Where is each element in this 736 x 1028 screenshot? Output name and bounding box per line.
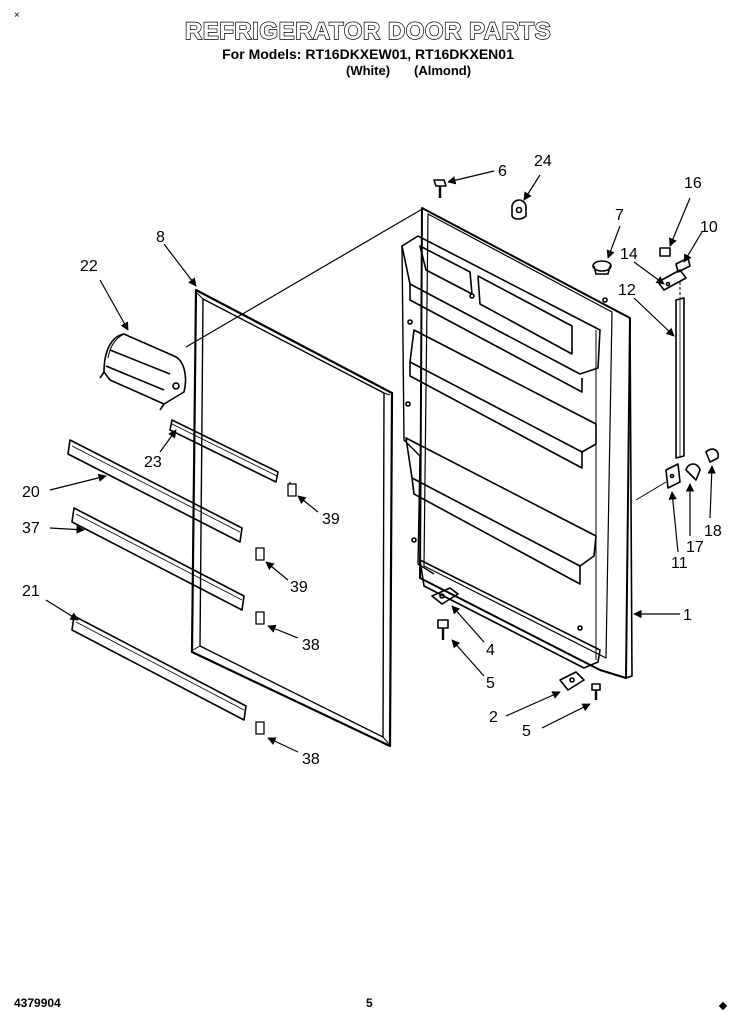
screw-5-right <box>591 683 601 700</box>
trim-37 <box>71 507 245 611</box>
callout-11: 11 <box>671 555 688 572</box>
callout-37: 37 <box>22 520 40 537</box>
callout-38-upper: 38 <box>302 637 320 654</box>
hinge-pin-4 <box>431 587 459 605</box>
callout-17: 17 <box>686 539 704 556</box>
part-number: 4379904 <box>14 996 61 1010</box>
callout-20: 20 <box>22 484 40 501</box>
callout-14: 14 <box>620 246 638 263</box>
callout-4: 4 <box>486 642 495 659</box>
door-gasket <box>190 288 394 748</box>
color-almond-label: (Almond) <box>414 63 472 78</box>
screw-5-left <box>437 619 449 640</box>
corner-mark: × <box>14 10 20 21</box>
callout-12: 12 <box>618 282 636 299</box>
callout-39-upper: 39 <box>322 511 340 528</box>
callout-7: 7 <box>615 207 624 224</box>
lower-hinge <box>635 448 720 501</box>
callout-39-lower: 39 <box>290 579 308 596</box>
dairy-door <box>99 333 187 411</box>
callout-5-right: 5 <box>522 723 531 740</box>
hinge-bracket <box>657 257 691 291</box>
page-title: REFRIGERATOR DOOR PARTS <box>184 17 552 45</box>
cap-2 <box>559 671 585 691</box>
callout-2: 2 <box>489 709 498 726</box>
callout-16: 16 <box>684 175 702 192</box>
hinge-rod <box>675 282 685 459</box>
callout-23: 23 <box>144 454 162 471</box>
color-white-label: (White) <box>346 63 391 78</box>
trim-21 <box>71 615 247 721</box>
end-caps <box>255 482 297 735</box>
callout-6: 6 <box>498 163 507 180</box>
callout-labels: 1 2 4 5 5 6 7 8 10 11 12 14 16 17 18 20 … <box>22 153 722 768</box>
trim-20 <box>67 439 243 543</box>
callout-1: 1 <box>683 607 692 624</box>
refrigerator-door <box>401 207 633 679</box>
callout-5-left: 5 <box>486 675 495 692</box>
screw-6 <box>433 179 447 198</box>
leader-lines <box>45 170 716 753</box>
screw-16 <box>659 247 671 257</box>
bumper-24 <box>511 199 527 220</box>
callout-18: 18 <box>704 523 722 540</box>
callout-10: 10 <box>700 219 718 236</box>
plug-7 <box>592 260 612 275</box>
callout-22: 22 <box>80 258 98 275</box>
callout-38-lower: 38 <box>302 751 320 768</box>
models-line: For Models: RT16DKXEW01, RT16DKXEN01 <box>222 46 514 62</box>
callout-21: 21 <box>22 583 40 600</box>
page-number: 5 <box>366 996 373 1010</box>
callout-8: 8 <box>156 229 165 246</box>
callout-24: 24 <box>534 153 552 170</box>
alignment-line <box>185 207 425 348</box>
trim-23 <box>169 419 279 483</box>
